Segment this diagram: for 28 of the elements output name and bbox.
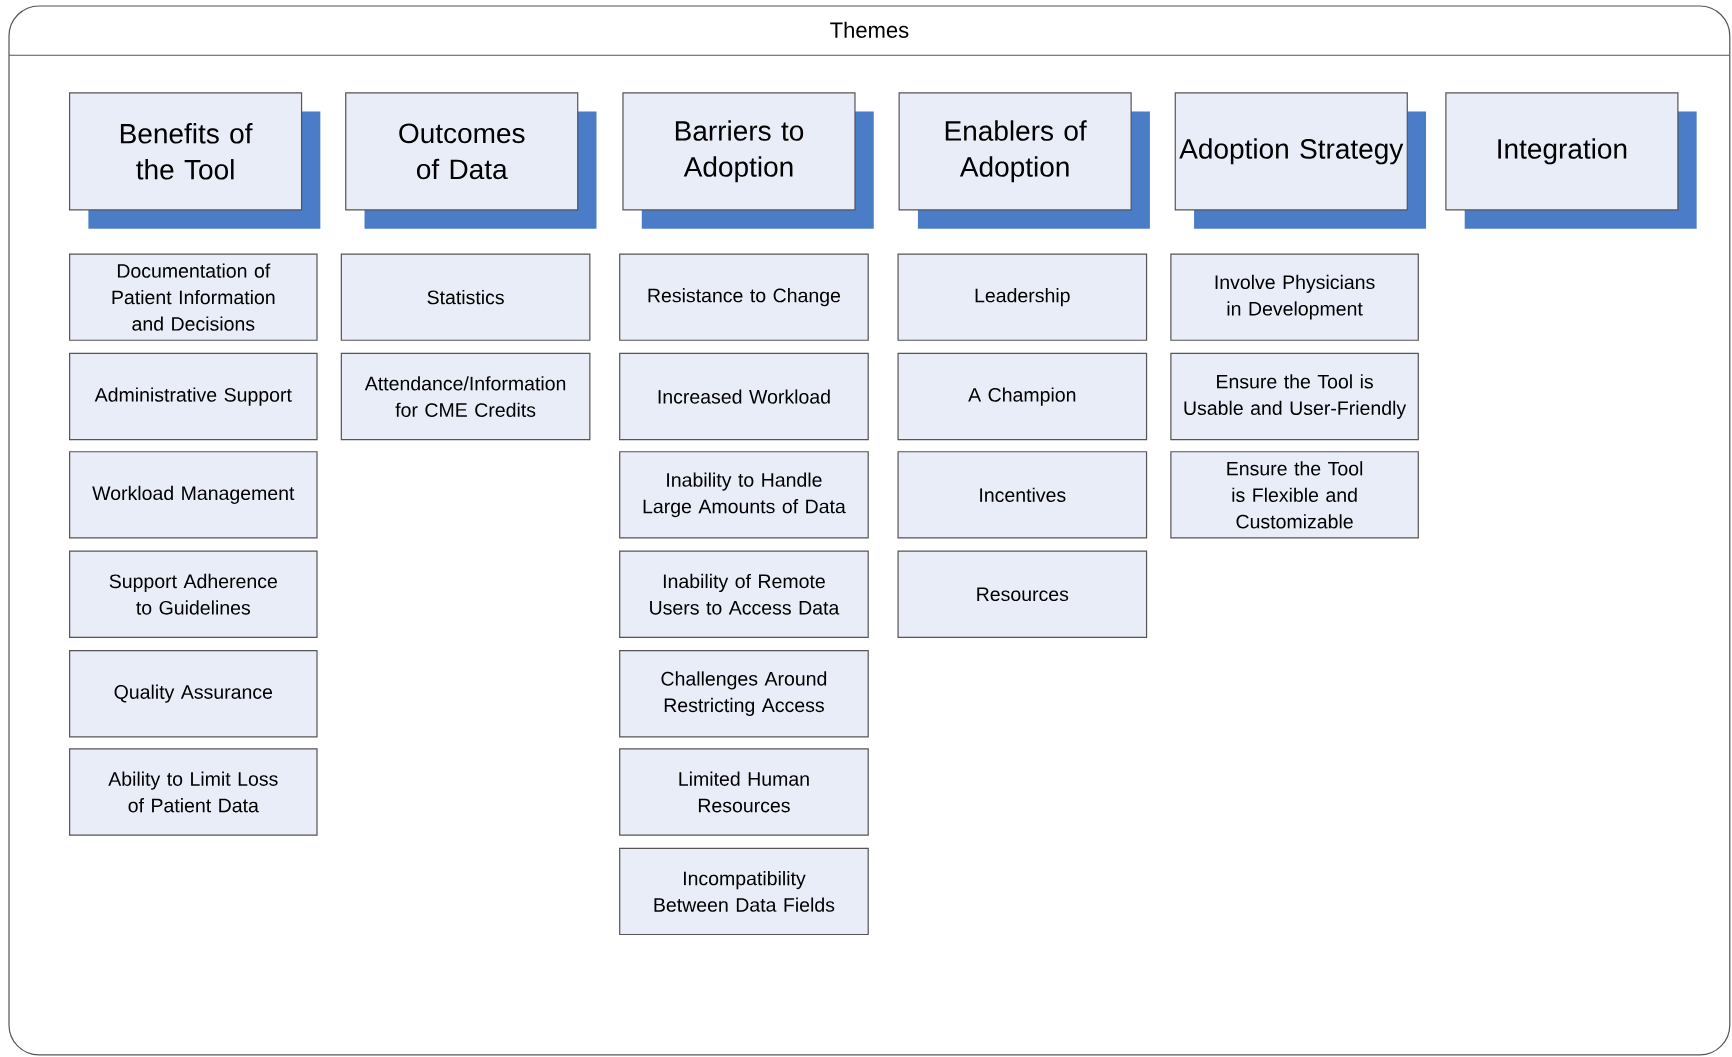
subtheme-box: Support Adherence to Guidelines (69, 550, 318, 638)
subtheme-box: Resistance to Change (619, 253, 869, 341)
subtheme-box: Challenges Around Restricting Access (619, 650, 869, 738)
subtheme-box: Administrative Support (69, 352, 318, 441)
theme-header-box: Barriers to Adoption (622, 92, 874, 229)
subtheme-box: Attendance/Information for CME Credits (340, 352, 591, 441)
subtheme-box: Ensure the Tool is Flexible and Customizable (1170, 451, 1419, 539)
subtheme-box: Resources (897, 550, 1148, 638)
theme-header-box: Benefits of the Tool (69, 92, 321, 229)
subtheme-box: Incompatibility Between Data Fields (619, 847, 869, 936)
theme-header-box: Adoption Strategy (1174, 92, 1427, 229)
subtheme-box: Documentation of Patient Information and Decisions (69, 253, 318, 341)
theme-header-box: Integration (1445, 92, 1697, 229)
subtheme-box: Inability to Handle Large Amounts of Data (619, 451, 869, 539)
subtheme-box: Ensure the Tool is Usable and User-Friendly (1170, 352, 1419, 441)
theme-header-box: Outcomes of Data (345, 92, 597, 229)
subtheme-box: Leadership (897, 253, 1148, 341)
subtheme-box: A Champion (897, 352, 1148, 441)
theme-header-box: Enablers of Adoption (898, 92, 1150, 229)
subtheme-box: Ability to Limit Loss of Patient Data (69, 748, 318, 836)
subtheme-box: Inability of Remote Users to Access Data (619, 550, 869, 638)
subtheme-box: Quality Assurance (69, 650, 318, 738)
subtheme-box: Increased Workload (619, 352, 869, 441)
subtheme-box: Involve Physicians in Development (1170, 253, 1419, 341)
subtheme-box: Statistics (340, 253, 591, 341)
subtheme-box: Limited Human Resources (619, 748, 869, 836)
subtheme-box: Workload Management (69, 451, 318, 539)
subtheme-box: Incentives (897, 451, 1148, 539)
